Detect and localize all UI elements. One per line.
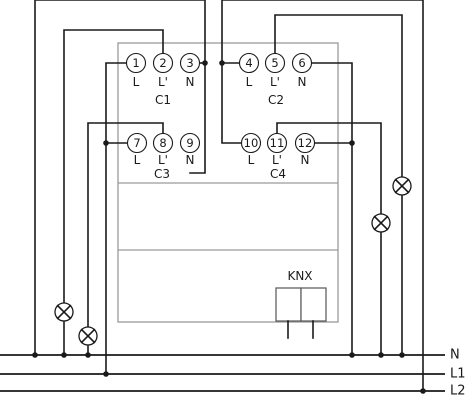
terminal-2-number: 2 (159, 56, 166, 70)
terminal-11[interactable] (266, 132, 288, 154)
channel-c2: 4 5 6 L L' N C2 (238, 52, 313, 107)
terminal-11-number: 11 (270, 136, 285, 150)
terminal-1-number: 1 (132, 56, 139, 70)
terminal-5[interactable] (264, 52, 286, 74)
junction-dot (85, 352, 91, 358)
lamp-icon (54, 302, 74, 322)
terminal-10-label: L (248, 153, 255, 167)
lamp-icon (78, 326, 98, 346)
terminal-12-label: N (301, 153, 310, 167)
wire-n-feed (34, 0, 206, 356)
junction-dot (103, 371, 109, 377)
terminal-7-label: L (134, 153, 141, 167)
channel-c1: 1 2 3 L L' N C1 (125, 52, 201, 107)
junction-dot (32, 352, 38, 358)
wire-c4-out (276, 122, 382, 214)
terminal-5-label: L' (270, 75, 280, 89)
supply-rails: N L1 L2 (0, 348, 466, 399)
channel-c3: 7 8 9 L L' N C3 (126, 132, 201, 181)
junction-dot (420, 388, 426, 394)
lamps (54, 176, 412, 346)
terminal-6-label: N (298, 75, 307, 89)
terminal-8-label: L' (158, 153, 168, 167)
terminal-1-label: L (133, 75, 140, 89)
terminal-8-number: 8 (159, 136, 166, 150)
terminal-3-label: N (186, 75, 195, 89)
channel-c1-label: C1 (155, 93, 171, 107)
terminal-11-label: L' (272, 153, 282, 167)
terminal-5-number: 5 (271, 56, 278, 70)
rail-n-label: N (450, 348, 460, 363)
terminal-1[interactable] (125, 52, 147, 74)
wire-c1-out (63, 29, 164, 303)
terminal-2-label: L' (158, 75, 168, 89)
terminal-7-number: 7 (133, 136, 140, 150)
channel-c4: 10 11 12 L L' N C4 (240, 132, 316, 181)
junction-dot (202, 60, 208, 66)
rail-l2-label: L2 (450, 384, 466, 399)
terminal-2[interactable] (152, 52, 174, 74)
wire-c2-out (274, 14, 403, 177)
wire-n-term6 (311, 62, 353, 356)
junction-dot (349, 140, 355, 146)
terminal-6-number: 6 (298, 56, 305, 70)
terminal-3[interactable] (179, 52, 201, 74)
wire-c3-out (87, 122, 164, 327)
junctions (32, 60, 426, 394)
knx-connector: KNX (275, 269, 327, 339)
terminal-9-label: N (186, 153, 195, 167)
terminal-10[interactable] (240, 132, 262, 154)
terminal-10-number: 10 (244, 136, 259, 150)
junction-dot (219, 60, 225, 66)
terminal-12[interactable] (294, 132, 316, 154)
terminal-4-label: L (246, 75, 253, 89)
junction-dot (61, 352, 67, 358)
terminal-12-number: 12 (298, 136, 313, 150)
lamp-icon (371, 213, 391, 233)
knx-label: KNX (287, 269, 312, 283)
terminal-3-number: 3 (186, 56, 193, 70)
lamp-icon (392, 176, 412, 196)
channel-c4-label: C4 (270, 167, 286, 181)
wire-l1-term1 (105, 62, 127, 144)
terminal-9-number: 9 (186, 136, 193, 150)
terminal-9[interactable] (179, 132, 201, 154)
channel-c3-label: C3 (154, 167, 170, 181)
junction-dot (378, 352, 384, 358)
terminal-6[interactable] (291, 52, 313, 74)
junction-dot (103, 140, 109, 146)
terminal-8[interactable] (152, 132, 174, 154)
junction-dot (399, 352, 405, 358)
knx-connector-right (300, 287, 327, 322)
junction-dot (349, 352, 355, 358)
channel-c2-label: C2 (268, 93, 284, 107)
terminal-7[interactable] (126, 132, 148, 154)
terminal-4[interactable] (238, 52, 260, 74)
wire-l2-term10 (221, 0, 424, 392)
knx-connector-left (275, 287, 302, 322)
terminal-4-number: 4 (245, 56, 252, 70)
rail-l1-label: L1 (450, 367, 466, 382)
